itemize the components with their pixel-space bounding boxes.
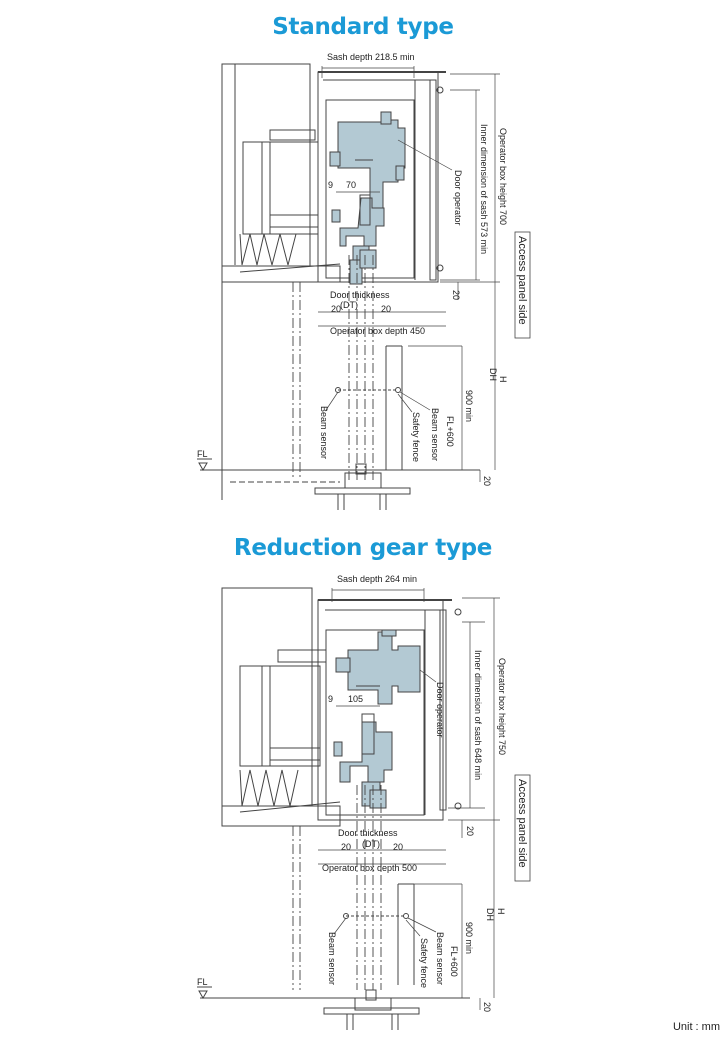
dim-70: 105 (348, 694, 363, 704)
fl-marker: FL (197, 449, 212, 472)
mounting-plate (239, 665, 321, 767)
min-900-label: 900 min (464, 922, 474, 954)
title-standard-type: Standard type (272, 14, 454, 40)
beam-sensors (333, 913, 437, 937)
h-beam (239, 142, 319, 266)
operator-box-height-label: Operator box height 750 (497, 658, 507, 755)
access-panel-box (514, 774, 531, 882)
fl-label: FL (197, 977, 208, 987)
h-label: H (496, 908, 506, 915)
safety-fence-label: Safety fence (411, 412, 421, 462)
door-panels (292, 255, 374, 480)
dim-9: 9 (328, 180, 333, 190)
diagram-reduction-gear-type: FL Sash depth 264 min Operator box heigh… (197, 574, 531, 1030)
gap-right: 20 (381, 304, 391, 314)
gap-left: 20 (341, 842, 351, 852)
dim-70: 70 (346, 180, 356, 190)
door-operator-label: Door operator (435, 682, 445, 738)
door-thickness-label: Door thickness (330, 290, 390, 300)
dim-20-bottom: 20 (482, 1002, 492, 1012)
fl-600-label: FL+600 (449, 946, 459, 977)
base-slab (221, 805, 341, 827)
dim-20-top: 20 (451, 290, 461, 300)
operator-box-depth-label: Operator box depth 450 (330, 326, 425, 336)
dt-label: (DT) (362, 839, 380, 849)
inner-dimension-label: Inner dimension of sash 573 min (479, 124, 489, 254)
beam-sensor-left-label: Beam sensor (319, 406, 329, 459)
fl-600-label: FL+600 (445, 416, 455, 447)
door-operator-mechanism (333, 629, 421, 809)
safety-fence (385, 345, 403, 470)
floor-threshold (200, 989, 470, 1030)
dt-label: (DT) (340, 300, 358, 310)
inner-dimension-label: Inner dimension of sash 648 min (473, 650, 483, 780)
gap-left: 20 (331, 304, 341, 314)
safety-fence (397, 883, 415, 985)
diagram-standard-type: FL Sash depth 218.5 min Operator box hei… (197, 52, 531, 510)
gap-right: 20 (393, 842, 403, 852)
access-panel-label: Access panel side (516, 779, 528, 868)
h-label: H (498, 376, 508, 383)
ceiling-wall (221, 587, 313, 819)
dh-label: DH (485, 908, 495, 921)
fl-label: FL (197, 449, 208, 459)
sash-depth-label: Sash depth 218.5 min (327, 52, 415, 62)
operator-box-depth-label: Operator box depth 500 (322, 863, 417, 873)
access-panel-box (514, 231, 531, 339)
door-operator-label: Door operator (453, 170, 463, 226)
title-reduction-gear-type: Reduction gear type (233, 535, 493, 561)
beam-sensor-right-label: Beam sensor (430, 408, 440, 461)
operator-box-height-label: Operator box height 700 (498, 128, 508, 225)
h-beam (239, 666, 321, 807)
door-thickness-label: Door thickness (338, 828, 398, 838)
dh-label: DH (488, 368, 498, 381)
safety-fence-label: Safety fence (419, 938, 429, 988)
dim-9: 9 (328, 694, 333, 704)
unit-label: Unit : mm (672, 1021, 720, 1033)
door-panels (292, 785, 382, 990)
beam-sensor-left-label: Beam sensor (327, 932, 337, 985)
beam-sensors (325, 387, 431, 413)
dim-20-top: 20 (465, 826, 475, 836)
floor-threshold (200, 463, 480, 510)
beam-sensor-right-label: Beam sensor (435, 932, 445, 985)
min-900-label: 900 min (464, 390, 474, 422)
dim-20-bottom: 20 (482, 476, 492, 486)
upper-bracket (269, 129, 316, 141)
sash-depth-label: Sash depth 264 min (337, 574, 417, 584)
access-panel-label: Access panel side (516, 236, 528, 325)
door-operator-mechanism (329, 111, 406, 285)
base-slab (221, 265, 341, 283)
fl-marker: FL (197, 977, 212, 1000)
